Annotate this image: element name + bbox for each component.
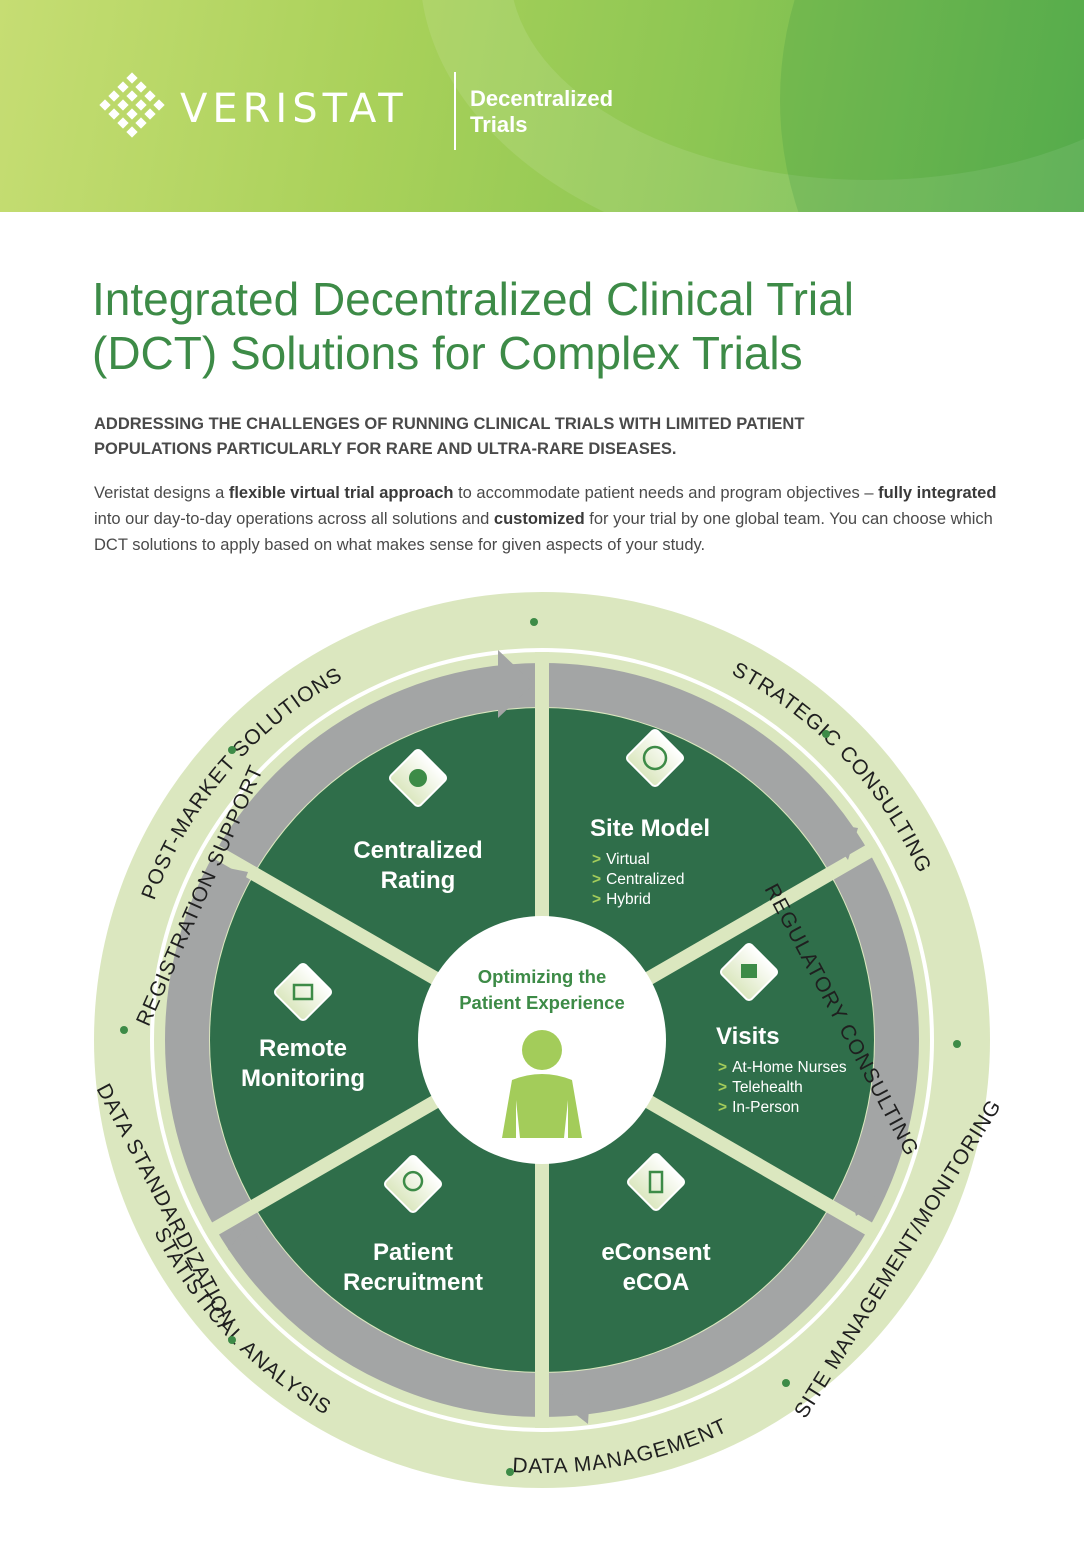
dct-solutions-wheel: POST-MARKET SOLUTIONS STRATEGIC CONSULTI…	[0, 560, 1084, 1560]
rotated-ring-labels: REGULATORY CONSULTING SITE MANAGEMENT/MO…	[0, 560, 1084, 1560]
tablet-icon	[626, 1152, 686, 1212]
segment-site-model-title: Site Model	[590, 815, 711, 842]
list-item: >Centralized	[592, 870, 684, 890]
chevron-right-icon: >	[592, 891, 602, 908]
tagline-line: Decentralized	[470, 86, 614, 111]
segment-visits-title: Visits	[716, 1023, 780, 1050]
logo-tagline: Decentralized Trials	[470, 86, 670, 138]
chevron-right-icon: >	[718, 1099, 728, 1116]
compass-icon	[388, 748, 448, 808]
list-item-label: Virtual	[606, 851, 650, 868]
segment-title-line: Centralized	[353, 837, 483, 864]
center-label-line: Patient Experience	[459, 992, 625, 1013]
veristat-logo-icon	[99, 72, 165, 138]
telehealth-icon	[719, 942, 779, 1002]
segment-patient-recruitment: Patient Recruitment	[313, 1238, 513, 1298]
ring-separator-dots	[120, 618, 961, 1476]
list-item-label: In-Person	[732, 1099, 800, 1116]
segment-econsent: eConsent eCOA	[556, 1238, 756, 1298]
page-title: Integrated Decentralized Clinical Trial …	[92, 272, 1032, 380]
title-line: Integrated Decentralized Clinical Trial	[92, 273, 854, 325]
list-item-label: Telehealth	[732, 1079, 803, 1096]
list-item: >Telehealth	[718, 1078, 847, 1098]
monitor-download-icon	[273, 962, 333, 1022]
patient-person-icon	[502, 1030, 582, 1138]
segment-title-line: Recruitment	[342, 1269, 484, 1296]
logo-wordmark: VERISTAT	[180, 86, 408, 132]
chevron-right-icon: >	[592, 851, 602, 868]
header-banner: VERISTAT Decentralized Trials	[0, 0, 1084, 212]
banner-decoration	[780, 0, 1084, 212]
intro-text: into our day-to-day operations across al…	[94, 510, 494, 528]
ring-label-data-standardization: DATA STANDARDIZATION	[91, 1080, 241, 1332]
network-people-icon	[625, 728, 685, 788]
ring-label-regulatory: REGULATORY CONSULTING	[759, 880, 924, 1161]
center-label: Optimizing the Patient Experience	[432, 964, 652, 1016]
intro-emphasis: fully integrated	[878, 484, 997, 502]
chevron-right-icon: >	[718, 1059, 728, 1076]
segment-title-line: Remote	[258, 1035, 348, 1062]
list-item: >Virtual	[592, 850, 684, 870]
list-item: >At-Home Nurses	[718, 1058, 847, 1078]
subhead-line: POPULATIONS PARTICULARLY FOR RARE AND UL…	[94, 440, 677, 458]
intro-paragraph: Veristat designs a flexible virtual tria…	[94, 480, 1014, 558]
site-model-list: >Virtual >Centralized >Hybrid	[592, 850, 684, 910]
center-label-line: Optimizing the	[477, 966, 607, 987]
segment-title-line: eCOA	[622, 1269, 690, 1296]
list-item-label: Centralized	[606, 871, 685, 888]
segment-remote-monitoring: Remote Monitoring	[203, 1034, 403, 1094]
tagline-line: Trials	[470, 112, 528, 137]
intro-emphasis: customized	[493, 510, 585, 528]
wheel-graphic: POST-MARKET SOLUTIONS STRATEGIC CONSULTI…	[94, 592, 990, 1488]
intro-text: to accommodate patient needs and program…	[453, 484, 879, 502]
title-line: (DCT) Solutions for Complex Trials	[92, 327, 803, 379]
segment-title-line: eConsent	[601, 1239, 711, 1266]
search-people-icon	[383, 1154, 443, 1214]
segment-icons	[273, 728, 779, 1214]
ring-label-registration: REGISTRATION SUPPORT	[132, 761, 269, 1030]
intro-emphasis: flexible virtual trial approach	[228, 484, 454, 502]
list-item: >In-Person	[718, 1098, 847, 1118]
intro-text: for your trial by one global team. You c…	[94, 510, 993, 554]
logo-divider	[454, 72, 456, 150]
segment-centralized-rating: Centralized Rating	[318, 836, 518, 896]
list-item-label: Hybrid	[606, 891, 651, 908]
visits-list: >At-Home Nurses >Telehealth >In-Person	[718, 1058, 847, 1118]
chevron-right-icon: >	[592, 871, 602, 888]
segment-title-line: Rating	[380, 867, 456, 894]
intro-text: Veristat designs a	[94, 484, 229, 502]
segment-title-line: Patient	[372, 1239, 453, 1266]
subheading: ADDRESSING THE CHALLENGES OF RUNNING CLI…	[94, 412, 994, 462]
list-item-label: At-Home Nurses	[732, 1059, 847, 1076]
subhead-line: ADDRESSING THE CHALLENGES OF RUNNING CLI…	[94, 415, 805, 433]
arrow-heads	[218, 650, 880, 1424]
segment-title-line: Monitoring	[241, 1065, 365, 1092]
chevron-right-icon: >	[718, 1079, 728, 1096]
list-item: >Hybrid	[592, 890, 684, 910]
